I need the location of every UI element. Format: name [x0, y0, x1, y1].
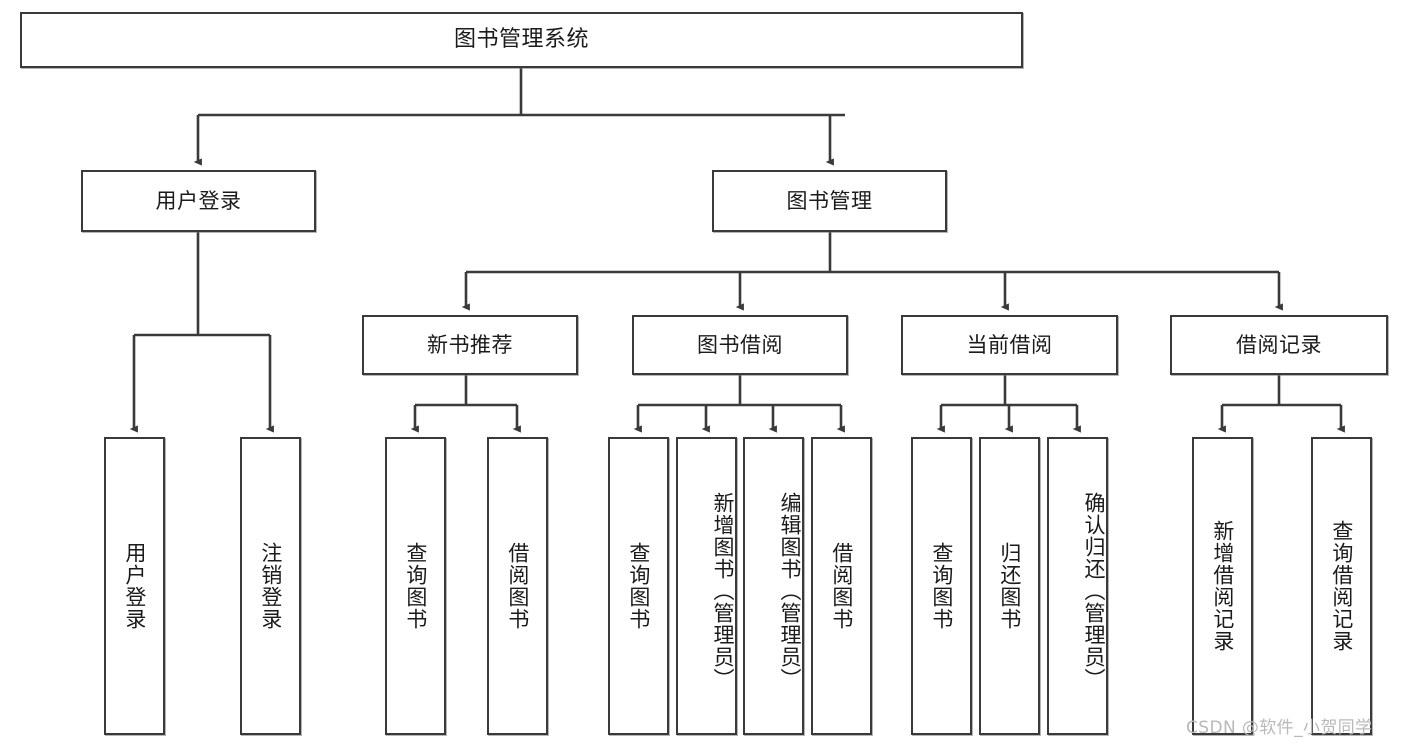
node-new-book-recommendation[interactable]: 新书推荐 [362, 315, 578, 375]
leaf-book-borrow-edit-book-admin[interactable]: 编辑图书（管理员） [743, 437, 804, 735]
node-user-login[interactable]: 用户登录 [81, 170, 316, 232]
leaf-user-login-sign-out[interactable]: 注销登录 [240, 437, 301, 735]
node-root-book-management-system[interactable]: 图书管理系统 [20, 12, 1023, 68]
leaf-current-borrow-confirm-return-admin[interactable]: 确认归还（管理员） [1047, 437, 1108, 735]
node-current-borrowing[interactable]: 当前借阅 [901, 315, 1118, 375]
csdn-watermark: CSDN @软件_小贺同学 [1186, 718, 1373, 738]
node-book-management[interactable]: 图书管理 [712, 170, 947, 232]
leaf-user-login-sign-in[interactable]: 用户登录 [104, 437, 165, 735]
leaf-book-borrow-add-book-admin[interactable]: 新增图书（管理员） [676, 437, 737, 735]
leaf-current-borrow-return-books[interactable]: 归还图书 [979, 437, 1040, 735]
node-borrowing-record[interactable]: 借阅记录 [1170, 315, 1388, 375]
leaf-new-book-query-books[interactable]: 查询图书 [385, 437, 446, 735]
leaf-new-book-borrow-books[interactable]: 借阅图书 [487, 437, 548, 735]
leaf-current-borrow-query-books[interactable]: 查询图书 [911, 437, 972, 735]
node-book-borrowing[interactable]: 图书借阅 [632, 315, 848, 375]
leaf-book-borrow-query-books[interactable]: 查询图书 [608, 437, 669, 735]
leaf-borrow-record-query-record[interactable]: 查询借阅记录 [1311, 437, 1372, 735]
leaf-book-borrow-borrow-books[interactable]: 借阅图书 [811, 437, 872, 735]
leaf-borrow-record-add-record[interactable]: 新增借阅记录 [1192, 437, 1253, 735]
